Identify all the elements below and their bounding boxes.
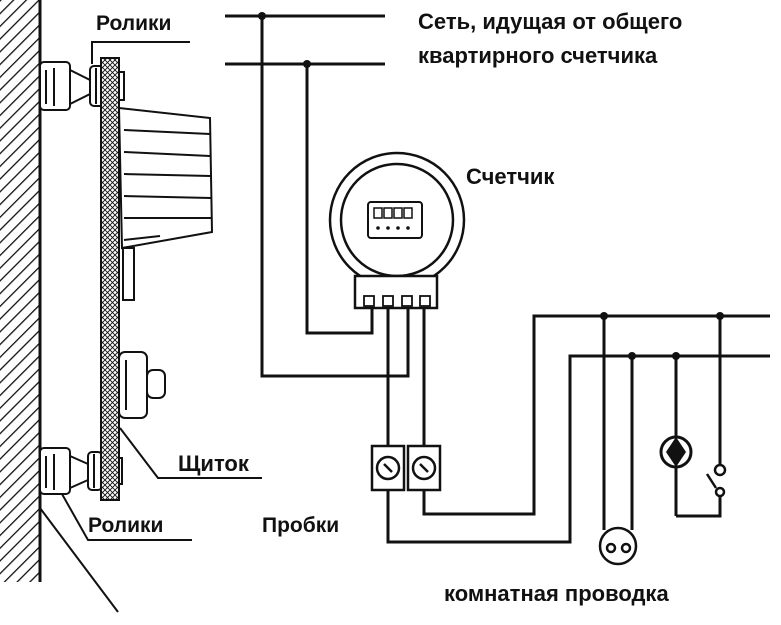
rollers-top-label: Ролики [96, 13, 171, 34]
network-junctions [258, 12, 311, 68]
room-wiring-label: комнатная проводка [444, 583, 669, 605]
meter-side-view-icon [119, 108, 212, 300]
fuses-label: Пробки [262, 515, 339, 536]
wiring-junctions [600, 312, 724, 360]
lamp-icon [661, 437, 691, 467]
panel-board [101, 58, 119, 500]
meter-label: Счетчик [466, 166, 554, 188]
switch-icon [707, 465, 725, 496]
socket-icon [600, 528, 636, 564]
panel-label: Щиток [178, 453, 249, 475]
meter-icon [330, 153, 464, 308]
wall-hatching-icon [0, 0, 40, 582]
fuse-plug-icon [372, 446, 440, 490]
network-label-line1: Сеть, идущая от общего [418, 11, 682, 33]
network-label-line2: квартирного счетчика [418, 45, 657, 67]
fuse-side-view-icon [119, 352, 165, 418]
room-wiring-lines [388, 316, 770, 542]
rollers-bottom-label: Ролики [88, 515, 163, 536]
